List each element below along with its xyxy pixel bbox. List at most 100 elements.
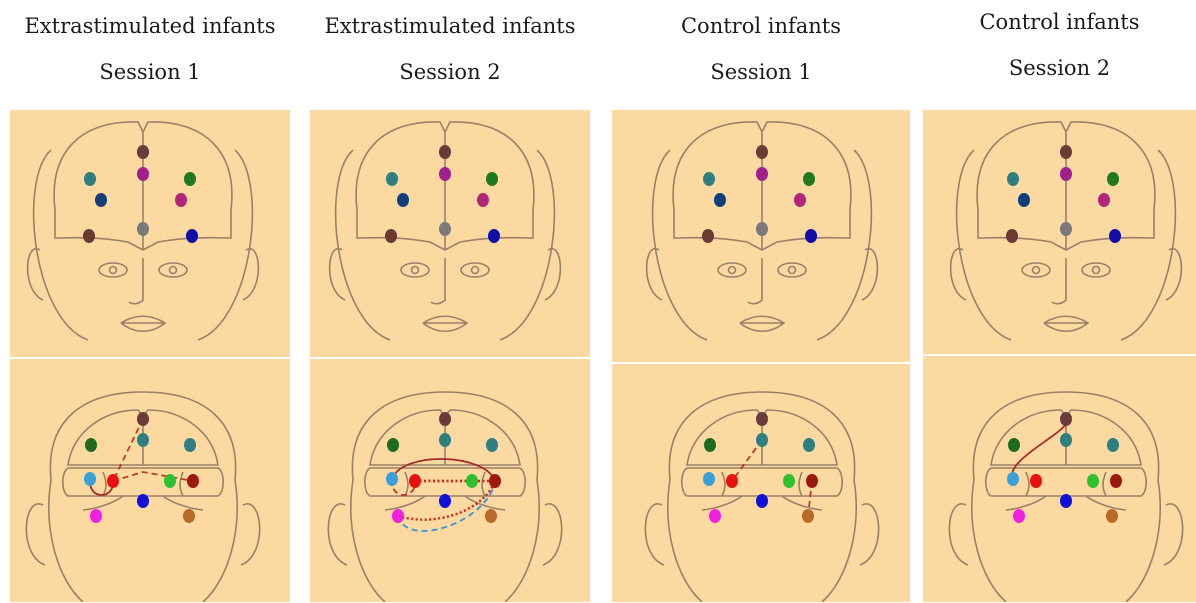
back-electrode-temporal-right-inner <box>466 474 478 488</box>
front-electrode-center-lower <box>756 222 768 236</box>
right-ear <box>1166 249 1181 300</box>
front-electrode-upper-right <box>486 172 498 186</box>
right-pupil <box>472 267 479 274</box>
front-electrode-center-upper <box>137 167 149 181</box>
back-electrode-upper-right <box>1107 438 1119 452</box>
temporal-right-divider <box>799 472 802 496</box>
left-ear <box>951 249 966 300</box>
panel-extrastimulated-session-2 <box>310 110 590 602</box>
connection-top-to-temporal-left-outer <box>1012 419 1067 479</box>
front-electrode-upper-right <box>184 172 196 186</box>
left-ear <box>26 504 45 565</box>
front-electrode-center-lower <box>137 222 149 236</box>
front-electrode-mid-left <box>95 193 107 207</box>
temporal-left-divider <box>1026 472 1029 496</box>
back-electrode-top <box>1060 412 1072 426</box>
back-electrode-lower-left <box>709 509 721 523</box>
left-pupil <box>729 267 736 274</box>
back-electrode-top <box>439 412 451 426</box>
front-electrode-upper-left <box>84 172 96 186</box>
back-electrode-temporal-left-outer <box>386 472 398 486</box>
head-right-contour <box>1121 150 1175 340</box>
head-left-contour <box>972 480 1006 602</box>
front-electrode-mid-left <box>714 193 726 207</box>
left-ear <box>647 249 662 300</box>
back-electrode-temporal-left-inner <box>1030 474 1042 488</box>
left-pupil <box>110 267 117 274</box>
back-electrode-center-lower <box>137 494 149 508</box>
front-electrode-mid-right <box>794 193 806 207</box>
back-electrode-upper-right <box>184 438 196 452</box>
back-electrode-upper-right <box>803 438 815 452</box>
back-electrode-temporal-left-outer <box>703 472 715 486</box>
head-diagram <box>10 110 290 602</box>
front-electrode-lower-right <box>805 229 817 243</box>
back-electrode-temporal-left-inner <box>726 474 738 488</box>
front-electrode-upper-left <box>703 172 715 186</box>
column-title: Extrastimulated infants <box>10 14 290 38</box>
temporal-right-divider <box>482 472 485 496</box>
back-electrode-temporal-right-outer <box>489 474 501 488</box>
front-electrode-top <box>1060 145 1072 159</box>
front-electrode-lower-left <box>702 229 714 243</box>
front-electrode-upper-left <box>386 172 398 186</box>
left-eye <box>99 263 127 277</box>
back-electrode-center-upper <box>1060 433 1072 447</box>
back-electrode-lower-right <box>802 509 814 523</box>
head-right-contour <box>198 150 252 340</box>
right-eye <box>1082 263 1110 277</box>
front-electrode-lower-left <box>1006 229 1018 243</box>
front-electrode-center-lower <box>439 222 451 236</box>
back-electrode-upper-left <box>387 438 399 452</box>
front-electrode-center-lower <box>1060 222 1072 236</box>
front-electrode-mid-right <box>477 193 489 207</box>
nose <box>1052 258 1066 304</box>
back-electrode-lower-left <box>1013 509 1025 523</box>
temporal-left-divider <box>405 472 408 496</box>
left-eye <box>718 263 746 277</box>
back-electrode-upper-left <box>85 438 97 452</box>
front-electrode-lower-right <box>488 229 500 243</box>
back-electrode-temporal-right-outer <box>806 474 818 488</box>
front-electrode-top <box>137 145 149 159</box>
connection-center-upper-to-temporal-left-inner <box>732 440 762 481</box>
front-electrode-upper-right <box>803 172 815 186</box>
left-pupil <box>1033 267 1040 274</box>
head-left-contour <box>49 480 83 602</box>
front-electrode-center-upper <box>1060 167 1072 181</box>
front-electrode-upper-right <box>1107 172 1119 186</box>
back-electrode-center-lower <box>439 494 451 508</box>
column-title: Control infants <box>612 14 910 38</box>
front-electrode-mid-right <box>175 193 187 207</box>
right-pupil <box>1093 267 1100 274</box>
column-title: Extrastimulated infants <box>310 14 590 38</box>
panel-control-session-1 <box>612 110 910 602</box>
back-electrode-center-upper <box>439 433 451 447</box>
right-ear <box>860 504 879 565</box>
front-electrode-lower-left <box>83 229 95 243</box>
right-pupil <box>789 267 796 274</box>
column-session-label: Session 2 <box>923 56 1196 80</box>
mouth <box>740 316 784 331</box>
head-left-contour <box>336 150 390 340</box>
right-eye <box>778 263 806 277</box>
back-electrode-top <box>137 412 149 426</box>
front-electrode-lower-right <box>1109 229 1121 243</box>
back-electrode-temporal-right-outer <box>1110 474 1122 488</box>
head-right-contour <box>203 480 237 602</box>
left-pupil <box>412 267 419 274</box>
nose <box>431 258 445 304</box>
front-electrode-lower-right <box>186 229 198 243</box>
column-session-label: Session 1 <box>612 60 910 84</box>
head-left-contour <box>351 480 385 602</box>
back-electrode-center-lower <box>1060 494 1072 508</box>
back-electrode-temporal-left-inner <box>107 474 119 488</box>
head-left-contour <box>34 150 88 340</box>
front-electrode-mid-left <box>1018 193 1030 207</box>
head-left-contour <box>668 480 702 602</box>
head-diagram <box>310 110 590 602</box>
head-left-contour <box>957 150 1011 340</box>
panel-control-session-2 <box>923 110 1196 602</box>
back-electrode-upper-right <box>486 438 498 452</box>
head-diagram <box>923 110 1196 602</box>
